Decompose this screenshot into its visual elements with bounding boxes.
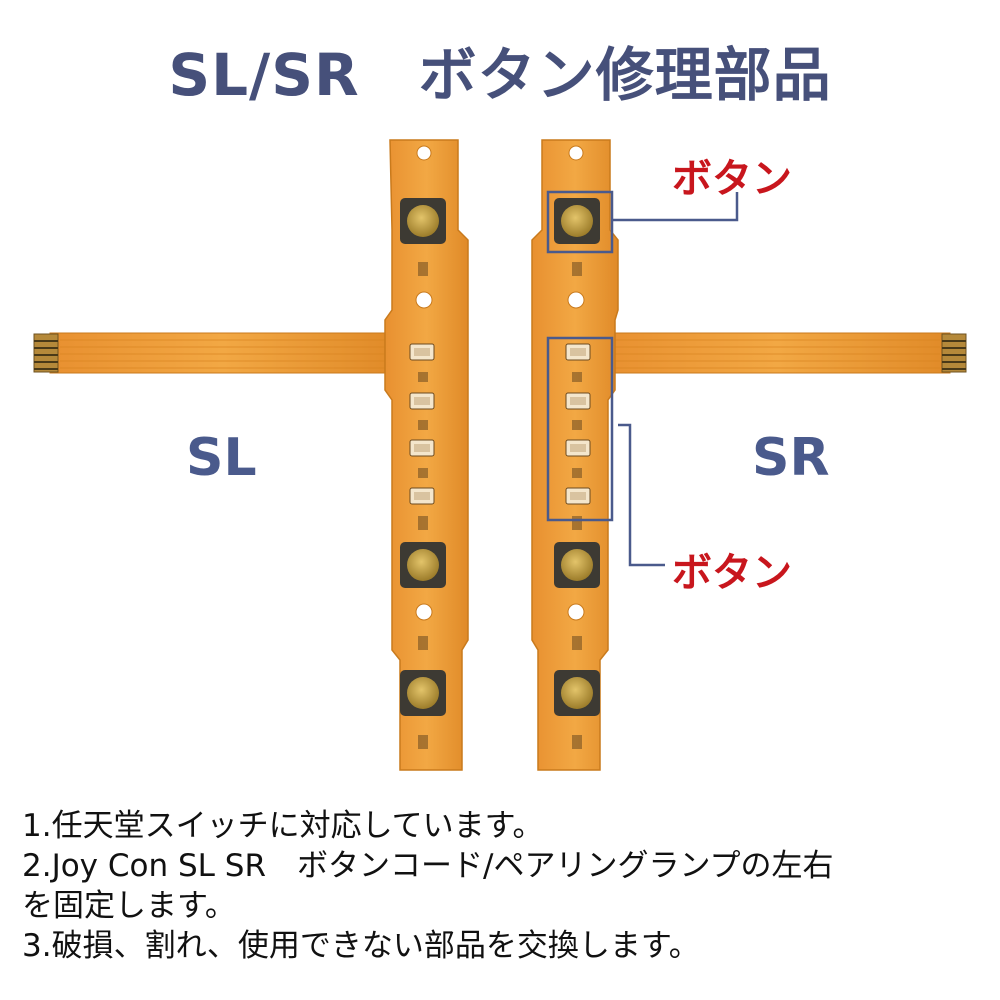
notes-list: 1.任天堂スイッチに対応しています。 2.Joy Con SL SR ボタンコー… (22, 806, 982, 966)
callout-leader-bottom (618, 423, 665, 567)
callout-button-top: ボタン (672, 156, 792, 202)
sl-led (409, 487, 435, 505)
sl-button (400, 670, 446, 716)
sr-button (554, 542, 600, 588)
sl-button (400, 542, 446, 588)
sr-led (565, 343, 591, 361)
button-highlight-box (546, 190, 614, 254)
note-line: を固定します。 (22, 888, 236, 924)
sr-led (565, 439, 591, 457)
sr-led (565, 487, 591, 505)
sl-button (400, 198, 446, 244)
sr-mount-hole (567, 291, 585, 309)
sr-mount-hole (567, 603, 585, 621)
led-highlight-box (546, 336, 614, 522)
callout-button-bottom: ボタン (672, 550, 792, 596)
sr-board (531, 139, 967, 771)
pcb-diagram (33, 139, 967, 771)
sl-label: SL (186, 428, 257, 488)
sr-connector (941, 333, 967, 373)
sl-led (409, 343, 435, 361)
callout-leader-top (612, 192, 739, 222)
note-line: 2.Joy Con SL SR ボタンコード/ペアリングランプの左右 (22, 848, 834, 884)
sr-button (554, 670, 600, 716)
sl-board (33, 139, 469, 771)
sr-label: SR (752, 428, 830, 488)
sl-led (409, 392, 435, 410)
sl-connector (33, 333, 59, 373)
sl-mount-hole (416, 145, 432, 161)
note-line: 1.任天堂スイッチに対応しています。 (22, 808, 544, 844)
page-title: SL/SR ボタン修理部品 (168, 41, 832, 109)
sr-led (565, 392, 591, 410)
sr-button (554, 198, 600, 244)
sr-mount-hole (568, 145, 584, 161)
sr-ribbon-cable (604, 332, 951, 374)
sl-mount-hole (415, 603, 433, 621)
sl-mount-hole (415, 291, 433, 309)
sl-ribbon-cable (49, 332, 396, 374)
sl-led (409, 439, 435, 457)
note-line: 3.破損、割れ、使用できない部品を交換します。 (22, 928, 700, 964)
